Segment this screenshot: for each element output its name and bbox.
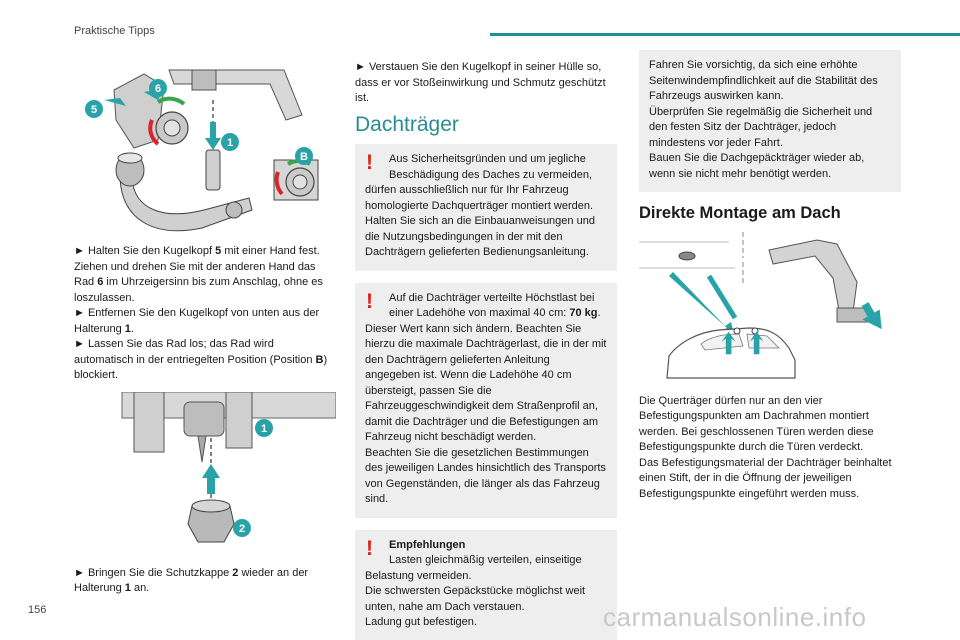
header-accent-bar — [490, 33, 960, 36]
page-header-label: Praktische Tipps — [74, 25, 155, 37]
subsection-title-direct-mounting: Direkte Montage am Dach — [639, 204, 841, 222]
step-refit-cap: ► Bringen Sie die Schutzkappe 2 wieder a… — [74, 566, 309, 595]
warning-box-recommendations: ! Empfehlungen Lasten gleichmäßig vertei… — [355, 529, 617, 640]
warning-exclamation-icon: ! — [366, 151, 373, 174]
warning-box-max-load: ! Auf die Dachträger verteilte Höchstlas… — [355, 282, 617, 518]
step-hold-towball: ► Halten Sie den Kugelkopf 5 mit einer H… — [74, 245, 320, 257]
step-store-towball: ► Verstauen Sie den Kugelkopf in seiner … — [355, 61, 606, 104]
note-box-driving-caution: Fahren Sie vorsichtig, da sich eine erhö… — [639, 50, 901, 192]
callout-6: 6 — [155, 83, 161, 95]
roof-mounting-illustration — [639, 231, 901, 382]
towball-removal-illustration: 5 6 1 B — [74, 60, 336, 232]
column-middle: ► Verstauen Sie den Kugelkopf in seiner … — [355, 60, 617, 640]
roof-mounting-diagram-svg — [639, 231, 882, 379]
callout-b: B — [300, 151, 308, 163]
callout-2-cap: 2 — [239, 523, 245, 535]
callout-1-cap: 1 — [261, 423, 267, 435]
callout-5: 5 — [91, 104, 97, 116]
mounting-instructions: Die Querträger dürfen nur an den vier Be… — [639, 394, 892, 500]
callout-1: 1 — [227, 137, 233, 149]
page-number: 156 — [28, 604, 47, 616]
section-title-roof-rack: Dachträger — [355, 112, 459, 136]
warning-exclamation-icon: ! — [366, 289, 373, 313]
removal-instructions: ► Halten Sie den Kugelkopf 5 mit einer H… — [74, 244, 336, 384]
protective-cap-illustration: 1 2 — [74, 391, 337, 560]
warning-exclamation-icon: ! — [366, 536, 373, 560]
towball-diagram-svg: 5 6 1 B — [85, 69, 319, 232]
step-release-wheel: ► Lassen Sie das Rad los; das Rad wird a… — [74, 338, 328, 381]
column-right: Fahren Sie vorsichtig, da sich eine erhö… — [639, 50, 901, 502]
column-left: 5 6 1 B ► Halten Sie den Kugelkopf 5 mit… — [74, 60, 337, 597]
step-remove-towball: ► Entfernen Sie den Kugelkopf von unten … — [74, 307, 320, 335]
warning-box-homologation: ! Aus Sicherheitsgründen und um jegliche… — [355, 144, 617, 271]
protective-cap-diagram-svg: 1 2 — [121, 391, 337, 542]
watermark-text: carmanualsonline.info — [603, 602, 867, 632]
text-turn-wheel: Ziehen und drehen Sie mit der anderen Ha… — [74, 260, 323, 304]
